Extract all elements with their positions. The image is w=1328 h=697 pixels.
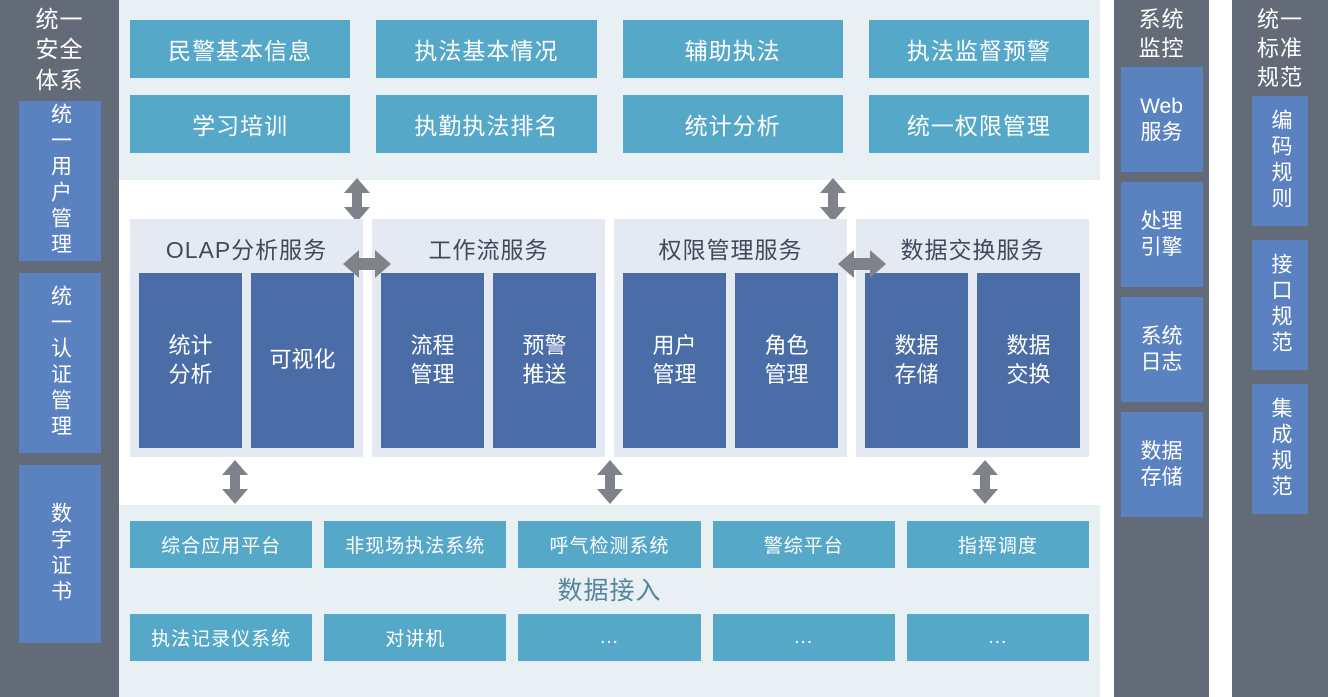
service-box-data-storage[interactable]: 数据 存储 (865, 273, 968, 448)
service-panel-data-exchange-title: 数据交换服务 (900, 237, 1045, 263)
data-access-row-2: 执法记录仪系统 对讲机 ... ... ... (130, 614, 1090, 661)
arrow-app-service-left-icon (343, 178, 371, 222)
app-box-unified-permission-management[interactable]: 统一权限管理 (868, 95, 1089, 153)
data-box-law-enforcement-recorder-system[interactable]: 执法记录仪系统 (130, 614, 313, 661)
app-box-learning-training[interactable]: 学习培训 (130, 95, 351, 153)
data-box-more-2[interactable]: ... (712, 614, 895, 661)
data-box-integrated-application-platform[interactable]: 综合应用平台 (130, 521, 313, 568)
data-box-command-dispatch[interactable]: 指挥调度 (906, 521, 1090, 568)
service-box-user-management[interactable]: 用户 管理 (623, 273, 726, 448)
service-box-role-management[interactable]: 角色 管理 (735, 273, 838, 448)
arrow-perm-exchange-icon (838, 249, 886, 279)
sidebar-item-data-storage[interactable]: 数据 存储 (1120, 412, 1203, 518)
sidebar-item-system-log[interactable]: 系统 日志 (1120, 297, 1203, 403)
sidebar-item-unified-auth-management[interactable]: 统一认证管理 (18, 273, 101, 454)
data-box-more-1[interactable]: ... (518, 614, 701, 661)
service-panel-data-exchange: 数据交换服务 数据 存储 数据 交换 (856, 219, 1089, 457)
service-panel-olap-title: OLAP分析服务 (165, 237, 328, 263)
service-panel-workflow-title: 工作流服务 (428, 237, 549, 263)
app-box-assisted-enforcement[interactable]: 辅助执法 (622, 20, 843, 78)
center-stack: 民警基本信息 执法基本情况 辅助执法 执法监督预警 学习培训 执勤执法排名 统计… (119, 0, 1114, 697)
data-box-walkie-talkie[interactable]: 对讲机 (324, 614, 507, 661)
service-box-alert-push[interactable]: 预警 推送 (493, 273, 596, 448)
system-monitor-sidebar: 系统 监控 Web 服务 处理 引擎 系统 日志 数据 存储 (1114, 0, 1209, 697)
app-box-enforcement-supervision-alert[interactable]: 执法监督预警 (868, 20, 1089, 78)
arrow-service-data-left-icon (221, 460, 249, 504)
data-box-police-integrated-platform[interactable]: 警综平台 (712, 521, 895, 568)
data-box-breath-test-system[interactable]: 呼气检测系统 (518, 521, 701, 568)
service-panel-olap: OLAP分析服务 统计 分析 可视化 (130, 219, 363, 457)
service-box-visualization[interactable]: 可视化 (251, 273, 354, 448)
arrow-app-service-right-icon (819, 178, 847, 222)
sidebar-item-processing-engine[interactable]: 处理 引擎 (1120, 182, 1203, 288)
service-box-process-management[interactable]: 流程 管理 (381, 273, 484, 448)
unified-standard-sidebar: 统一 标准 规范 编码规则 接口规范 集成规范 (1232, 0, 1328, 697)
sidebar-item-web-service[interactable]: Web 服务 (1120, 67, 1203, 173)
sidebar-item-unified-user-management[interactable]: 统一用户管理 (18, 101, 101, 262)
arrow-service-data-right-icon (971, 460, 999, 504)
app-box-statistical-analysis[interactable]: 统计分析 (622, 95, 843, 153)
app-box-duty-enforcement-ranking[interactable]: 执勤执法排名 (376, 95, 597, 153)
data-box-more-3[interactable]: ... (906, 614, 1090, 661)
app-box-police-basic-info[interactable]: 民警基本信息 (130, 20, 351, 78)
service-box-data-exchange[interactable]: 数据 交换 (977, 273, 1080, 448)
sidebar-item-interface-spec[interactable]: 接口规范 (1252, 240, 1308, 371)
application-row-1: 民警基本信息 执法基本情况 辅助执法 执法监督预警 (130, 20, 1089, 78)
sidebar-item-coding-rules[interactable]: 编码规则 (1252, 96, 1308, 227)
application-row-2: 学习培训 执勤执法排名 统计分析 统一权限管理 (130, 95, 1089, 153)
app-box-enforcement-basics[interactable]: 执法基本情况 (376, 20, 597, 78)
service-box-statistical-analysis[interactable]: 统计 分析 (139, 273, 242, 448)
data-access-caption: 数据接入 (557, 577, 662, 605)
data-access-row-1: 综合应用平台 非现场执法系统 呼气检测系统 警综平台 指挥调度 (130, 521, 1090, 568)
arrow-service-data-mid-icon (596, 460, 624, 504)
data-box-non-onsite-enforcement-system[interactable]: 非现场执法系统 (324, 521, 507, 568)
service-panel-permission: 权限管理服务 用户 管理 角色 管理 (614, 219, 847, 457)
sidebar-item-integration-spec[interactable]: 集成规范 (1252, 384, 1308, 515)
monitor-sidebar-title: 系统 监控 (1138, 7, 1185, 62)
service-layer: OLAP分析服务 统计 分析 可视化 工作流服务 流程 管理 预警 推送 权限管… (119, 219, 1100, 457)
left-security-sidebar: 统一 安全 体系 统一用户管理 统一认证管理 数字证书 (0, 0, 119, 697)
standard-sidebar-title: 统一 标准 规范 (1256, 7, 1303, 91)
application-layer: 民警基本信息 执法基本情况 辅助执法 执法监督预警 学习培训 执勤执法排名 统计… (119, 0, 1100, 180)
arrow-olap-workflow-icon (343, 249, 391, 279)
left-sidebar-title: 统一 安全 体系 (35, 6, 84, 93)
service-panel-permission-title: 权限管理服务 (658, 237, 803, 263)
service-panel-workflow: 工作流服务 流程 管理 预警 推送 (372, 219, 605, 457)
data-access-layer: 综合应用平台 非现场执法系统 呼气检测系统 警综平台 指挥调度 数据接入 执法记… (119, 505, 1100, 697)
sidebar-item-digital-certificate[interactable]: 数字证书 (18, 465, 101, 644)
